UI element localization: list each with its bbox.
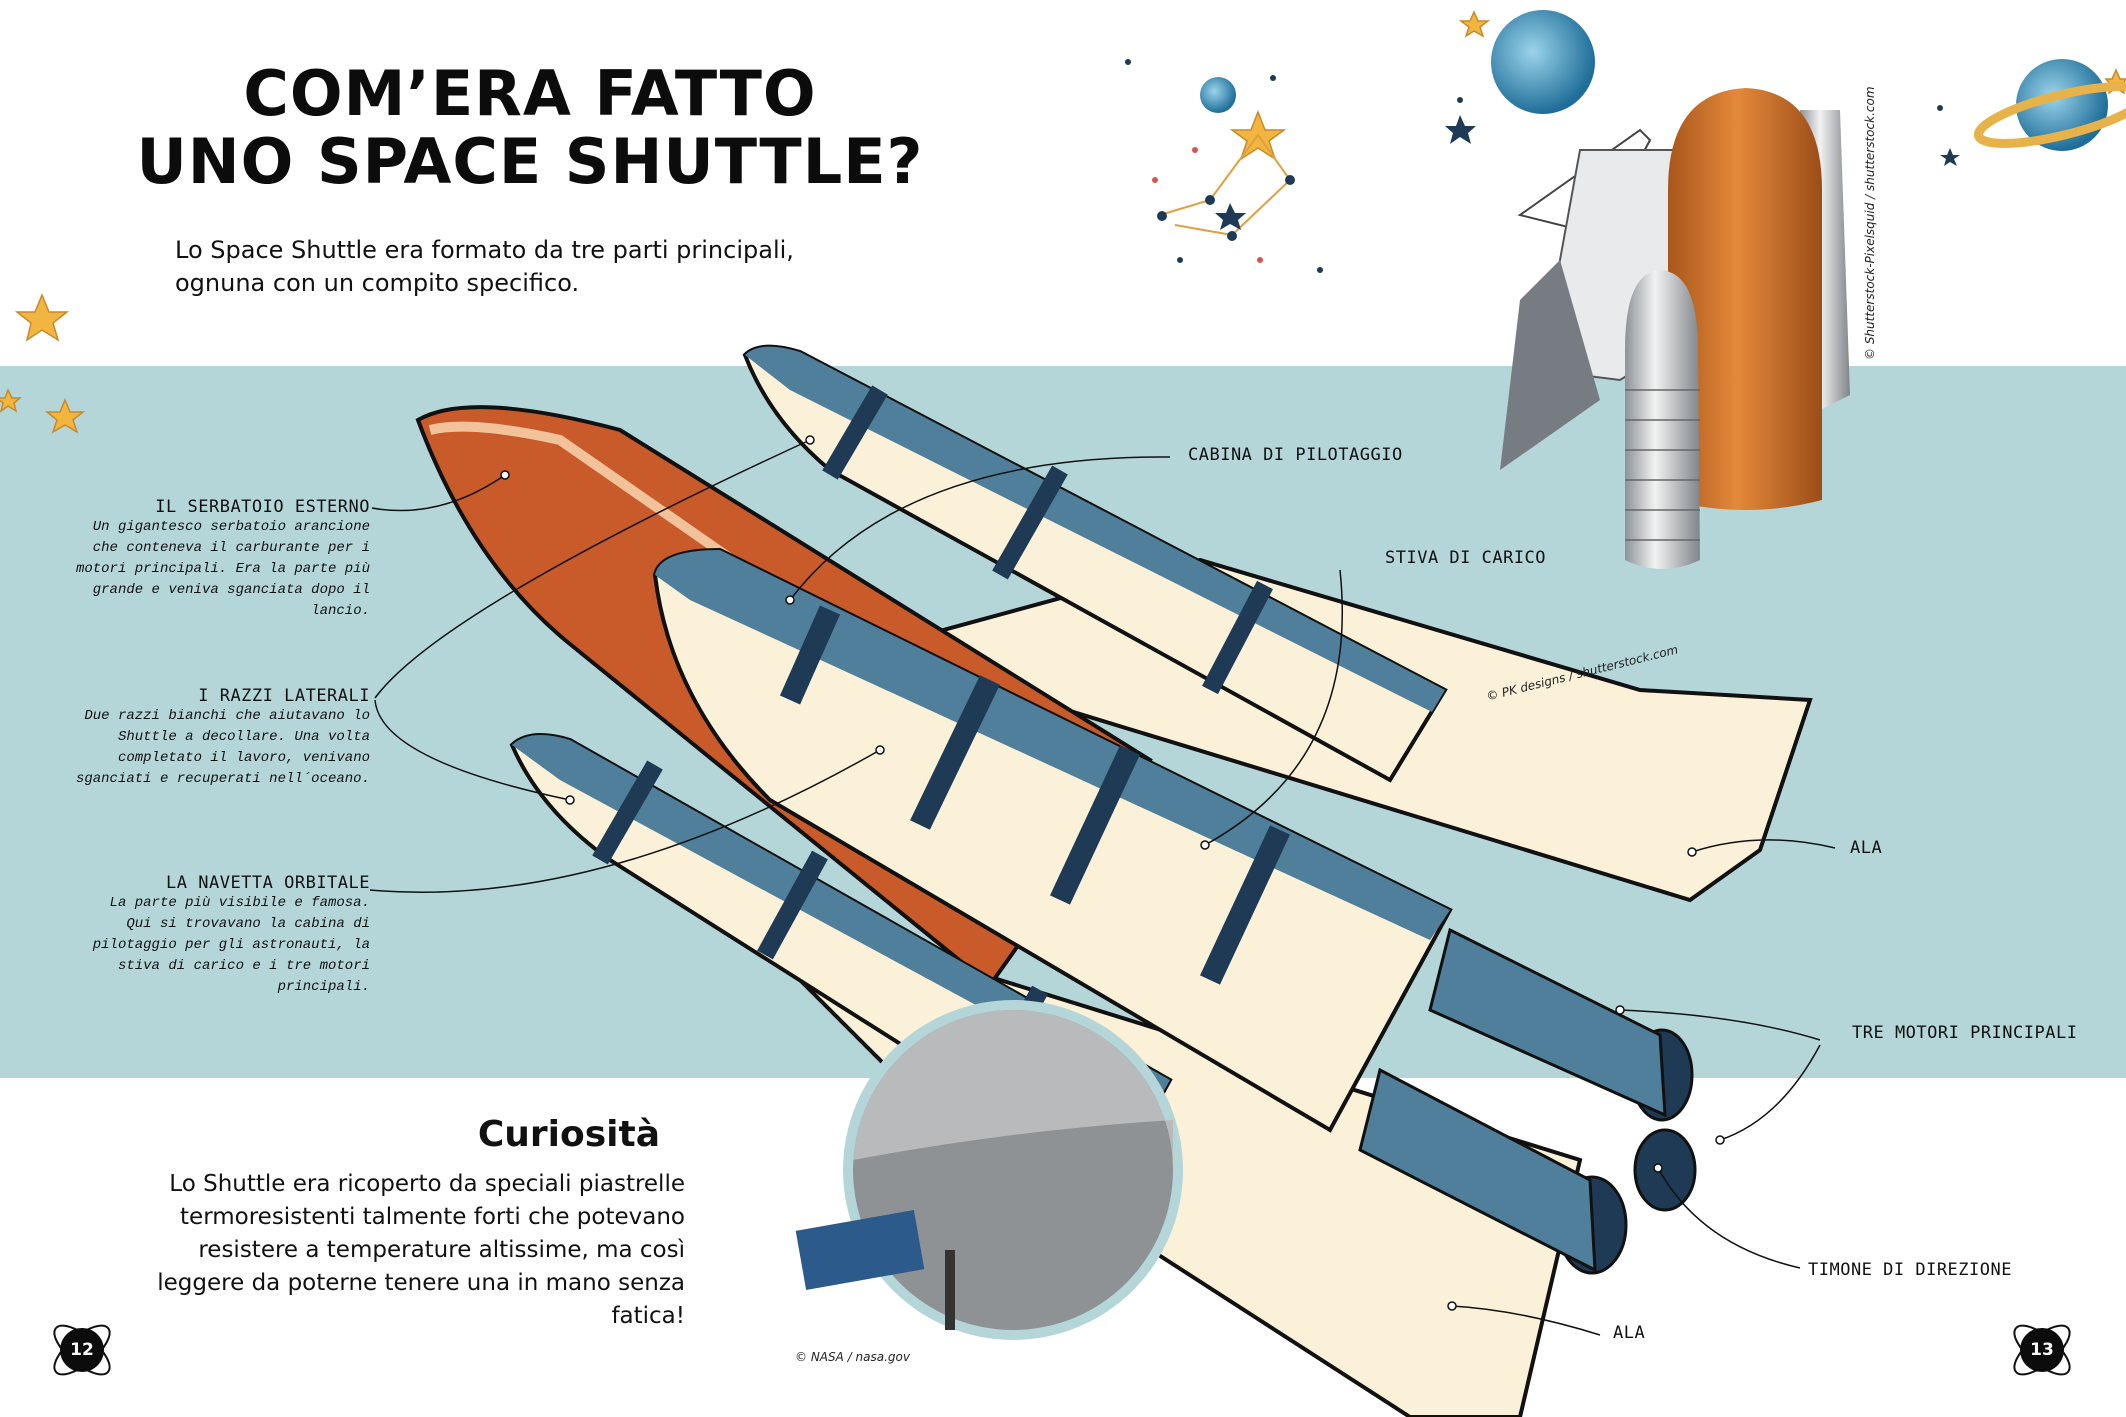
label-boosters: I RAZZI LATERALI Due razzi bianchi che a… — [70, 686, 370, 790]
star-decoration — [1215, 115, 1960, 230]
label-orbiter: LA NAVETTA ORBITALE La parte più visibil… — [80, 873, 370, 998]
page-number-left: 12 — [52, 1320, 112, 1380]
tag-cargo-bay: STIVA DI CARICO — [1385, 548, 1547, 568]
leader-lines — [369, 439, 1836, 1336]
curiosity-title: Curiosità — [477, 1114, 660, 1155]
page-number-value: 13 — [2030, 1340, 2054, 1360]
page-title: COM’ERA FATTO UNO SPACE SHUTTLE? — [130, 60, 930, 196]
label-description: La parte più visibile e famosa. Qui si t… — [92, 895, 370, 995]
orbiter-illustration — [415, 344, 1813, 1417]
title-line-2: UNO SPACE SHUTTLE? — [136, 125, 924, 198]
curiosity-text: Lo Shuttle era ricoperto da speciali pia… — [157, 1171, 685, 1329]
tag-wing-top: ALA — [1850, 838, 1883, 858]
label-heading: IL SERBATOIO ESTERNO — [155, 497, 370, 517]
tag-cockpit: CABINA DI PILOTAGGIO — [1188, 445, 1403, 465]
tag-rudder: TIMONE DI DIREZIONE — [1808, 1260, 2012, 1280]
planet-decoration — [1200, 10, 2126, 151]
page-number-right: 13 — [2012, 1320, 2072, 1380]
page-number-value: 12 — [70, 1340, 94, 1360]
label-heading: I RAZZI LATERALI — [198, 686, 370, 706]
constellation-decoration — [1159, 133, 1292, 237]
label-description: Un gigantesco serbatoio arancione che co… — [75, 519, 370, 619]
credit-photo: © Shutterstock-Pixelsquid / shutterstock… — [1863, 86, 1877, 360]
tag-main-engines: TRE MOTORI PRINCIPALI — [1852, 1023, 2078, 1043]
star-decoration — [0, 10, 2126, 434]
shuttle-stack-photo — [1500, 88, 1850, 569]
nasa-photo — [795, 1000, 1183, 1340]
intro-text: Lo Space Shuttle era formato da tre part… — [175, 236, 794, 297]
tag-wing-bottom: ALA — [1613, 1323, 1646, 1343]
label-external-tank: IL SERBATOIO ESTERNO Un gigantesco serba… — [60, 497, 370, 622]
title-line-1: COM’ERA FATTO — [243, 57, 817, 130]
label-heading: LA NAVETTA ORBITALE — [166, 873, 370, 893]
label-description: Due razzi bianchi che aiutavano lo Shutt… — [75, 708, 370, 787]
credit-nasa: © NASA / nasa.gov — [795, 1350, 910, 1364]
